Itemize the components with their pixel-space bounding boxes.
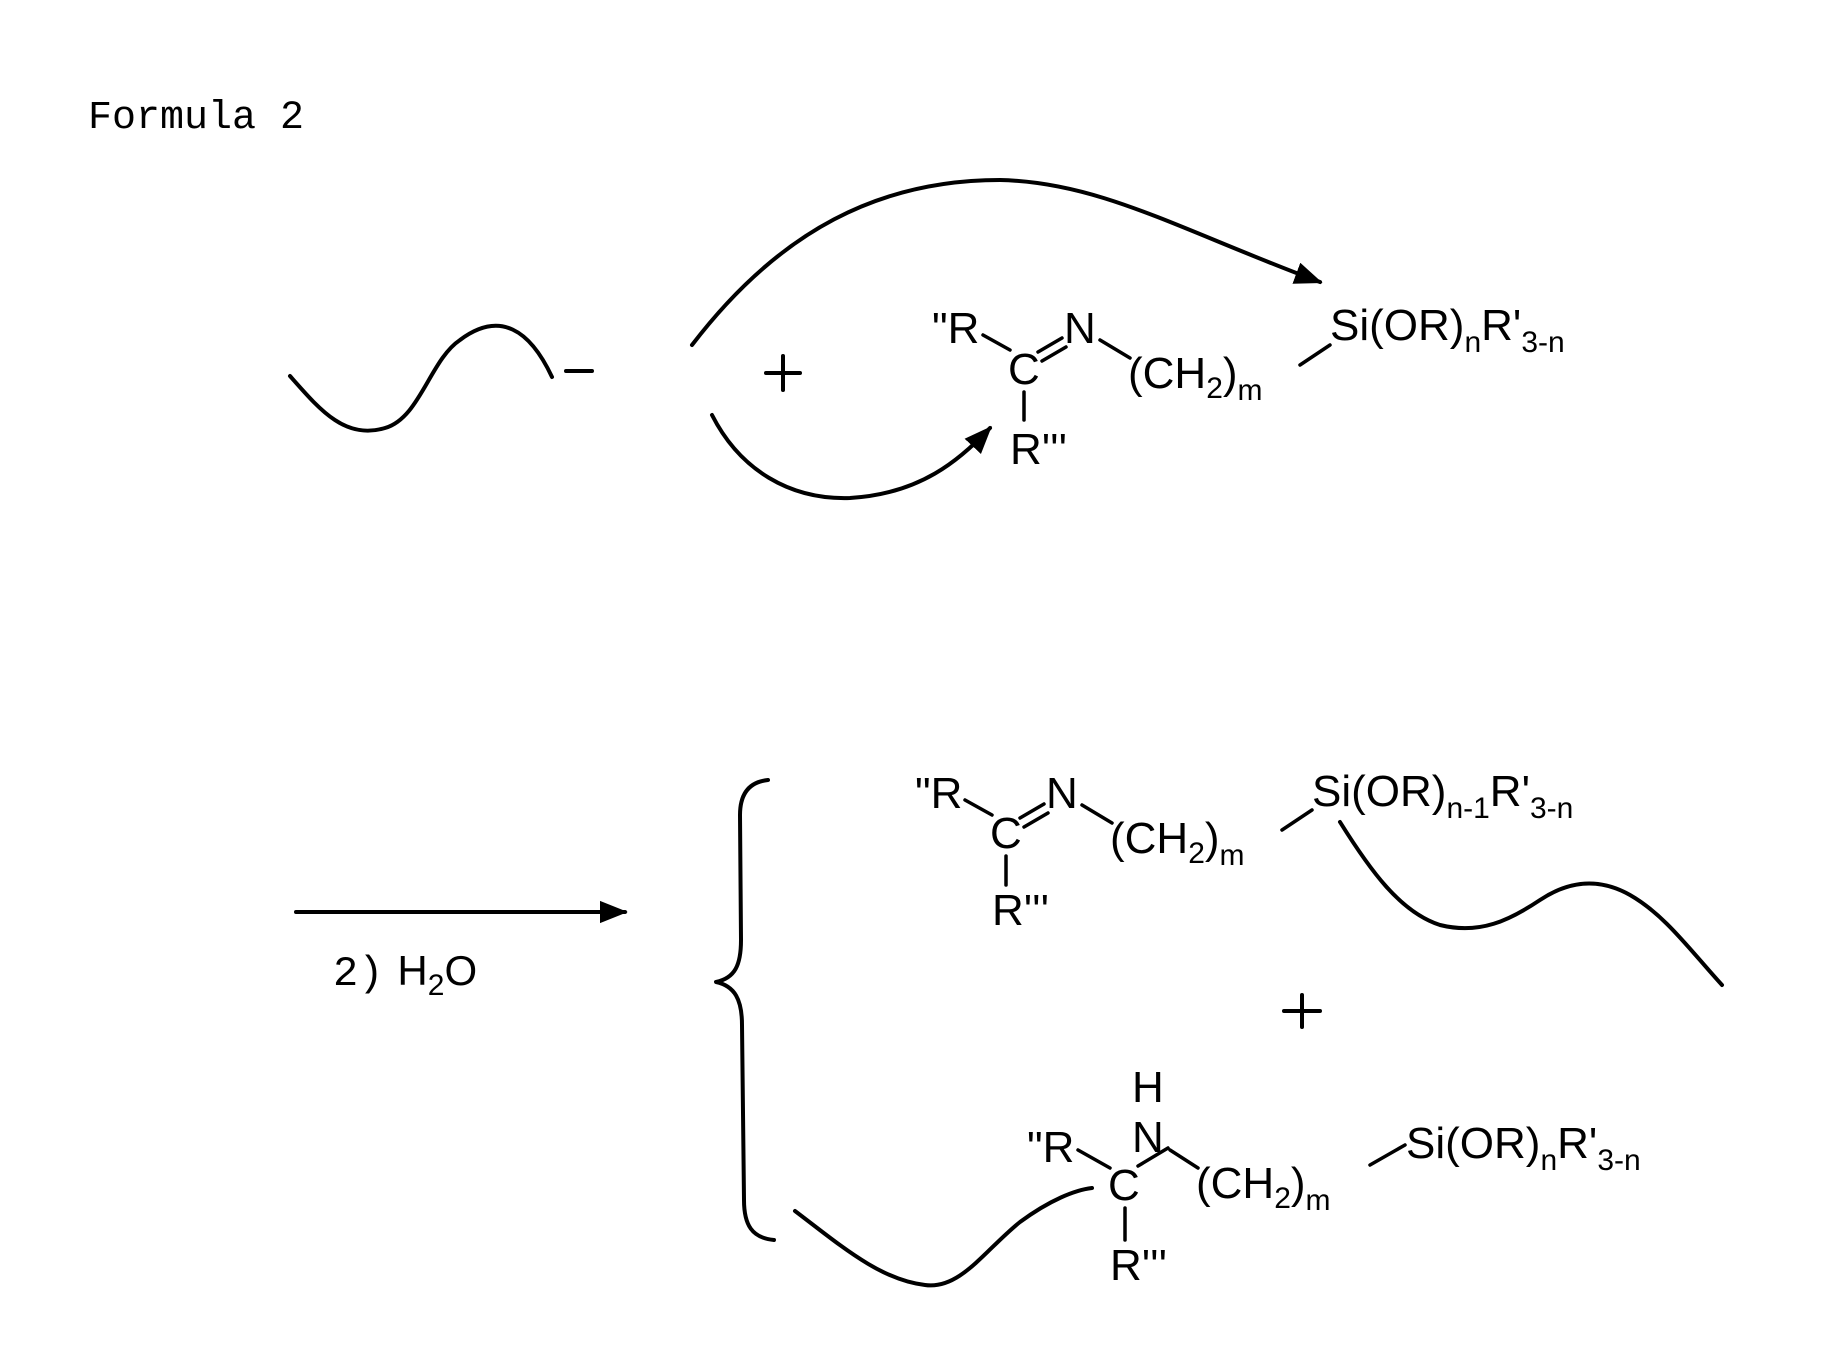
reactant-plus-sign bbox=[764, 354, 802, 392]
formula-title: Formula 2 bbox=[88, 96, 304, 141]
p2-silyl-group: Si(OR)nR'3-n bbox=[1406, 1119, 1641, 1177]
p2-substituent-r-double-prime: "R bbox=[1027, 1123, 1074, 1172]
polymer-chain-wavy bbox=[288, 323, 554, 433]
substituent-r-double-prime: "R bbox=[932, 304, 979, 353]
reaction-condition: 2) H2O bbox=[333, 947, 477, 1002]
p2-polymer-chain-wavy bbox=[793, 1186, 1094, 1288]
imine-nitrogen: N bbox=[1064, 304, 1096, 353]
reaction-arrow: 2) H2O bbox=[294, 900, 628, 1002]
product-plus-sign bbox=[1282, 993, 1322, 1029]
p1-imine-carbon: C bbox=[990, 809, 1022, 858]
p2-hydrogen: H bbox=[1132, 1063, 1164, 1112]
p1-substituent-r-double-prime: "R bbox=[915, 769, 962, 818]
product-brace bbox=[714, 778, 776, 1242]
p1-silyl-group: Si(OR)n-1R'3-n bbox=[1312, 767, 1573, 825]
silyl-group: Si(OR)nR'3-n bbox=[1330, 301, 1565, 359]
p1-polymer-chain-wavy bbox=[1338, 820, 1724, 987]
reactant-polymer-anion bbox=[288, 323, 594, 433]
p2-alpha-carbon: C bbox=[1108, 1161, 1140, 1210]
reactant-imine-silane: "R C N R''' (CH2)m Si(OR)nR'3-n bbox=[932, 301, 1565, 474]
substituent-r-triple-prime: R''' bbox=[1010, 425, 1067, 474]
p1-methylene-chain: (CH2)m bbox=[1110, 814, 1245, 872]
p1-imine-nitrogen: N bbox=[1046, 769, 1078, 818]
imine-carbon: C bbox=[1008, 345, 1040, 394]
p2-methylene-chain: (CH2)m bbox=[1196, 1159, 1331, 1217]
curved-arrow-to-silicon bbox=[690, 178, 1323, 347]
p2-substituent-r-triple-prime: R''' bbox=[1110, 1241, 1167, 1290]
methylene-chain: (CH2)m bbox=[1128, 349, 1263, 407]
p2-amine-nitrogen: N bbox=[1132, 1113, 1164, 1162]
product-1-imine-silane-polymer: "R C N R''' (CH2)m Si(OR)n-1R'3-n bbox=[915, 767, 1724, 987]
curved-arrow-to-carbon bbox=[710, 413, 992, 501]
product-2-amine-silane-polymer: H "R C N R''' (CH2)m Si(OR)nR'3-n bbox=[793, 1063, 1641, 1290]
p1-substituent-r-triple-prime: R''' bbox=[992, 886, 1049, 935]
